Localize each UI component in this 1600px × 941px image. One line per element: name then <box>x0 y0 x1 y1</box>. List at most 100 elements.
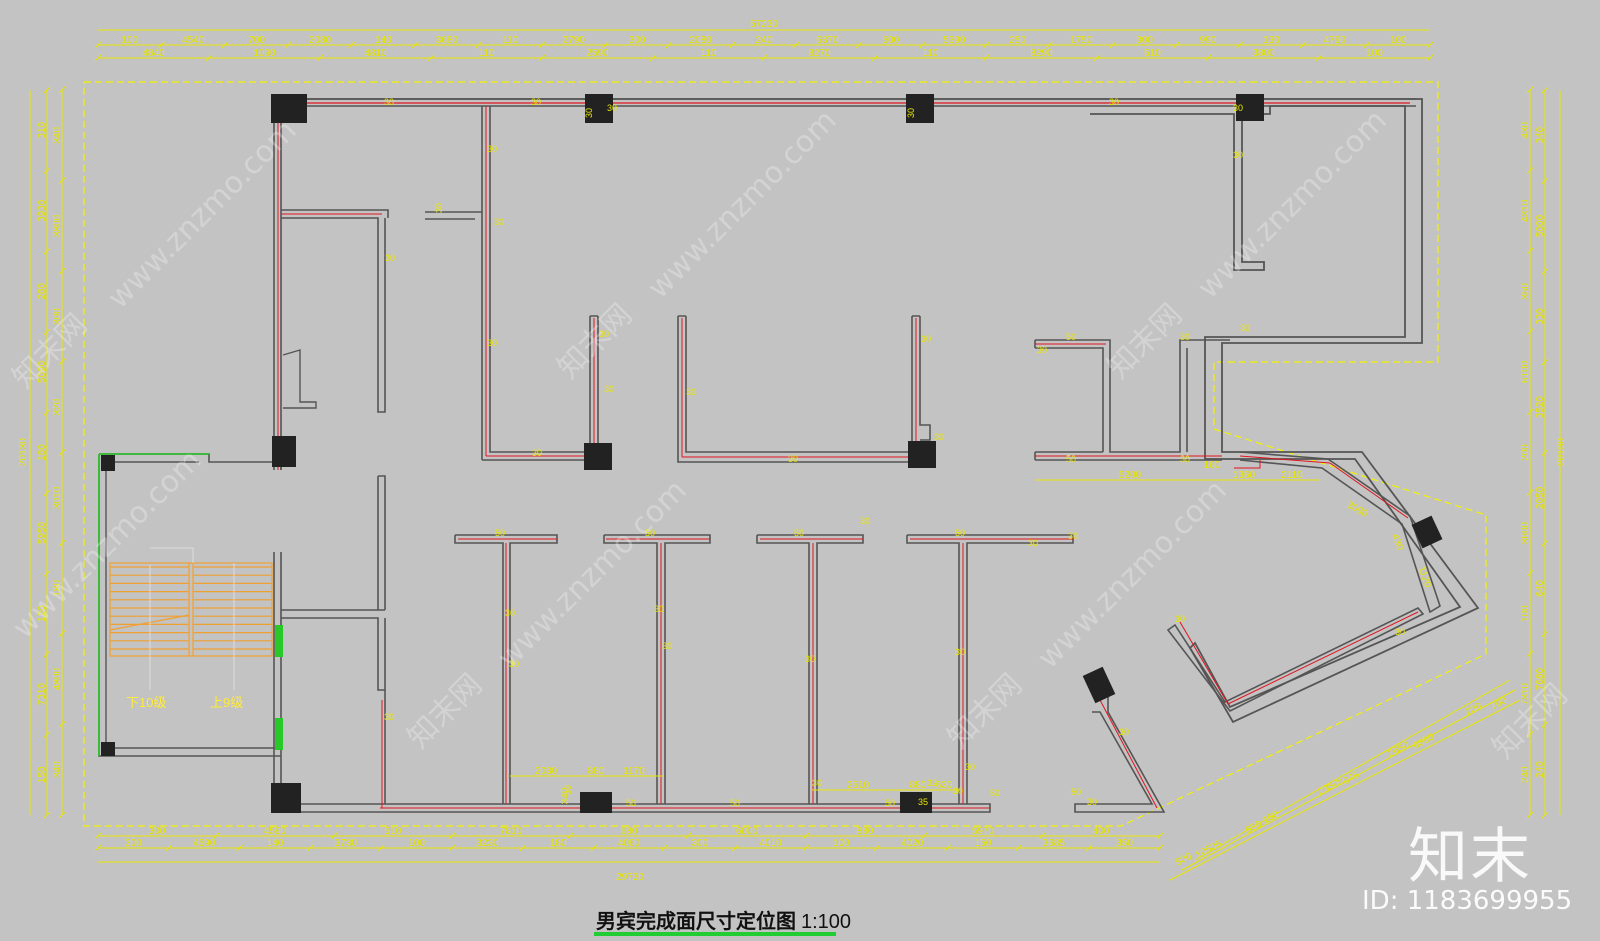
top-dimension: 300 <box>1136 35 1153 46</box>
finish-offset-label: 50 <box>1066 332 1076 342</box>
bottom-dimension: 3685 <box>1043 838 1066 849</box>
left-dimension: 5090 <box>37 360 48 383</box>
left-dimension: 7310 <box>37 683 48 706</box>
finish-offset-label: 30 <box>1028 538 1038 548</box>
diagonal-dimension: 700 <box>1489 695 1509 713</box>
top-dimension: 8270 <box>808 48 831 59</box>
top-dimension: 3800 <box>1252 48 1275 59</box>
left-dimension: 5950 <box>37 521 48 544</box>
interior-dimension: 3090 <box>1345 500 1370 520</box>
finish-offset-label: 30 <box>934 432 944 442</box>
drawing-title-text: 男宾完成面尺寸定位图 <box>596 911 796 933</box>
finish-offset-label: 35 <box>918 797 928 807</box>
bottom-dimension: 300 <box>125 838 142 849</box>
finish-offset-label: 30 <box>955 647 965 657</box>
svg-text:知末网: 知末网 <box>941 667 1029 755</box>
bottom-dimension: 150 <box>975 838 992 849</box>
finish-offset-label: 30 <box>487 338 497 348</box>
svg-text:www.znzmo.com: www.znzmo.com <box>101 113 304 316</box>
right-dimension: 3600 <box>1520 521 1531 544</box>
right-dimension: 7310 <box>1520 683 1531 706</box>
drawing-scale: 1:100 <box>801 911 852 933</box>
right-dimension: 640 <box>1535 580 1546 597</box>
finish-offset-label: 30 <box>434 203 444 213</box>
left-dimension: 3930 <box>37 199 48 222</box>
diagonal-watermarks: 知末网 www.znzmo.com 知末网 www.znzmo.com 知末网 … <box>6 103 1574 766</box>
left-dimension: 120 <box>37 605 48 622</box>
interior-dimension: 160 <box>1204 460 1221 471</box>
top-dimension: 110 <box>479 48 495 59</box>
top-dimension: 300 <box>629 35 646 46</box>
top-dimension: 240 <box>756 35 773 46</box>
diagonal-dimension: 2650 <box>1386 740 1411 760</box>
svg-text:知末网: 知末网 <box>1101 297 1189 385</box>
finish-offset-label: 30 <box>686 387 696 397</box>
interior-dimension: 1170 <box>623 766 645 777</box>
finish-offset-label: 30 <box>509 659 519 669</box>
finish-offset-label: 30 <box>812 778 822 788</box>
title-underline <box>594 932 836 936</box>
finish-offset-label: 50 <box>645 528 655 538</box>
bottom-dimension: 180 <box>550 838 567 849</box>
left-dimension: 310 <box>37 121 48 138</box>
green-markers <box>98 453 283 756</box>
finish-offset-label: 30 <box>531 97 541 107</box>
finish-offset-label: 30 <box>384 97 394 107</box>
bottom-dimension: 300 <box>149 826 166 837</box>
bottom-dimension: 3230 <box>476 838 499 849</box>
interior-dimension: 630 <box>936 780 953 791</box>
right-dimension: 340 <box>1535 127 1546 144</box>
diagonal-dimension: 10505 <box>1194 838 1224 861</box>
finish-offset-label: 50 <box>730 798 740 808</box>
top-dimension: 5390 <box>943 35 966 46</box>
right-dimension: 6100 <box>1520 360 1531 383</box>
bottom-dimension: 140 <box>267 838 284 849</box>
top-dimension: 110 <box>923 48 939 59</box>
outer-wall-top <box>274 98 1416 107</box>
top-dimension: 140 <box>375 35 392 46</box>
top-dimension: 100 <box>1390 35 1407 46</box>
top-dimension: 100 <box>121 35 138 46</box>
finish-offset-label: 30 <box>788 454 798 464</box>
left-dimension: 180 <box>52 580 63 597</box>
finish-offset-label: 30 <box>563 785 573 795</box>
left-dimension: 300 <box>52 308 63 325</box>
finish-offset-label: 30 <box>860 516 870 526</box>
finish-offset-label: 30 <box>604 384 614 394</box>
top-dimension: 1090 <box>253 48 276 59</box>
bottom-dimension: 400 <box>1093 826 1110 837</box>
right-dimension: 240 <box>1520 766 1531 783</box>
right-dimension: 2050 <box>1535 486 1546 509</box>
finish-offset-label: 30 <box>953 786 963 796</box>
svg-text:知末网: 知末网 <box>6 307 94 395</box>
top-dimension: 8290 <box>1030 48 1053 59</box>
right-dimension: 100 <box>1520 605 1531 622</box>
bottom-dimension: 880 <box>857 826 874 837</box>
finish-offset-label: 30 <box>1037 345 1047 355</box>
top-dimension: 500 <box>883 35 900 46</box>
finish-offset-label: 50 <box>1066 454 1076 464</box>
bottom-dimension: 4060 <box>618 838 641 849</box>
finish-offset-label: 30 <box>1180 454 1190 464</box>
finish-offset-label: 50 <box>885 798 895 808</box>
top-dimension: 100 <box>1366 48 1383 59</box>
bottom-dimension: 100 <box>833 838 850 849</box>
interior-dimension: 340 <box>560 787 571 804</box>
top-dimension: 510 <box>1144 48 1161 59</box>
finish-offset-label: 30 <box>965 762 975 772</box>
finish-offset-label: 50 <box>955 528 965 538</box>
watermark-id: ID: 1183699955 <box>1362 886 1573 916</box>
left-wall <box>273 99 282 470</box>
right-overall-dimension: 20130 <box>1556 438 1567 466</box>
bottom-dimension: 100 <box>408 838 425 849</box>
t-partition-4 <box>906 534 1074 804</box>
finish-offset-label: 30 <box>1109 97 1119 107</box>
finish-offset-labels: 30 30 30 30 30 30 30 30 30 30 30 30 30 30 30 30 30 30 30 30… <box>384 97 1405 808</box>
right-dimension: 240 <box>1535 761 1546 778</box>
interior-dimension: 5200 <box>1119 470 1142 481</box>
top-dimension: 4810 <box>364 48 387 59</box>
left-dimension: 150 <box>37 766 48 783</box>
interior-dimension: 1360 <box>1233 470 1256 481</box>
finish-offset-label: 30 <box>385 253 395 263</box>
